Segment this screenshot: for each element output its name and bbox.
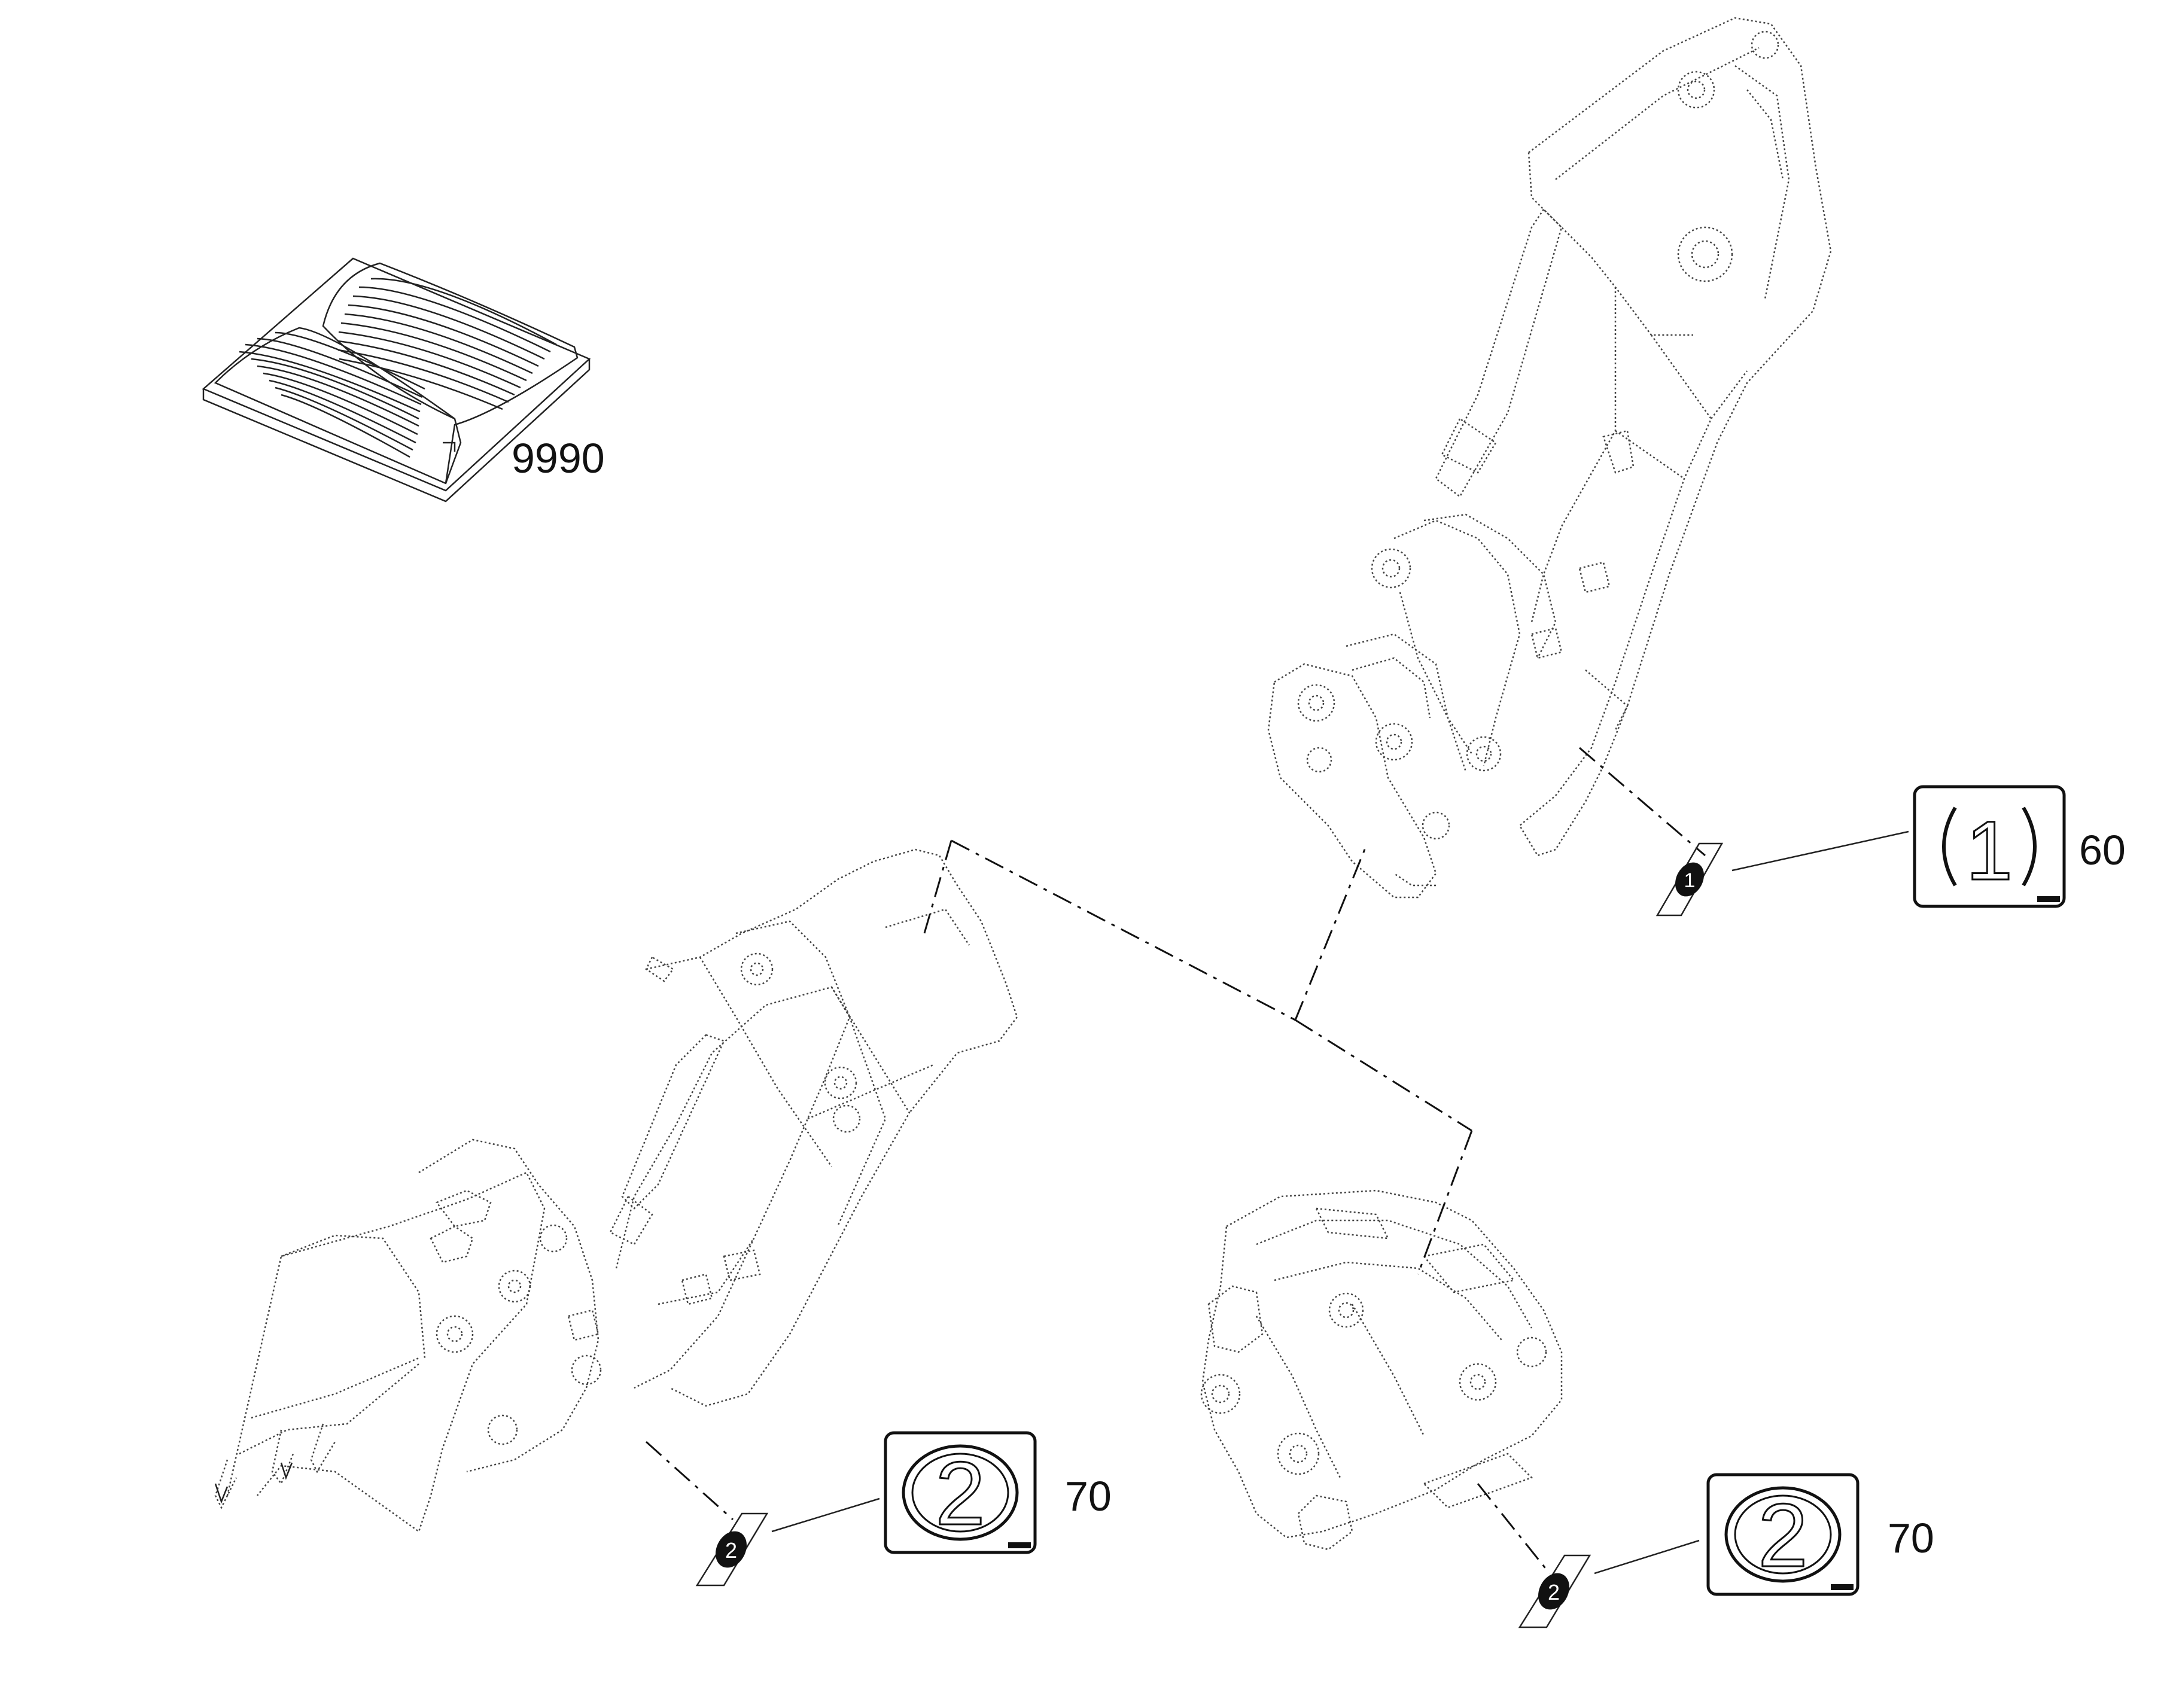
decal-bucket-label: 2 [884, 1431, 1037, 1554]
decal-bucket-small-symbol: 2 [725, 1538, 737, 1563]
leader-decal-bucket [771, 1497, 880, 1533]
leader-decal-coupler [1594, 1539, 1700, 1575]
leader-decal-boom [1731, 830, 1909, 872]
decal-coupler-small-label: 2 [1518, 1554, 1591, 1628]
callout-decal-bucket: 70 [1065, 1473, 1112, 1520]
decal-boom-small-symbol: 1 [1684, 869, 1696, 892]
callout-manual: 9990 [512, 435, 605, 482]
decal-coupler-symbol: 2 [1758, 1485, 1807, 1585]
operator-manual-book [202, 257, 591, 503]
bucket-arm-assembly [214, 848, 1018, 1533]
callout-decal-boom: 60 [2079, 827, 2126, 873]
decal-coupler-label: 2 [1706, 1473, 1860, 1596]
decal-bucket-symbol: 2 [935, 1443, 985, 1543]
decal-boom-symbol: 1 [1966, 803, 2013, 897]
decal-bucket-small-label: 2 [695, 1512, 769, 1587]
decal-boom-small-label: 1 [1655, 842, 1724, 917]
assembly-link-lines [645, 747, 1706, 1574]
callout-decal-coupler: 70 [1888, 1515, 1934, 1561]
excavator-boom-arm [1267, 17, 1832, 899]
quick-coupler-assembly [1200, 1189, 1563, 1551]
decal-coupler-small-symbol: 2 [1548, 1580, 1560, 1605]
decal-boom-label: 1 [1913, 785, 2066, 908]
